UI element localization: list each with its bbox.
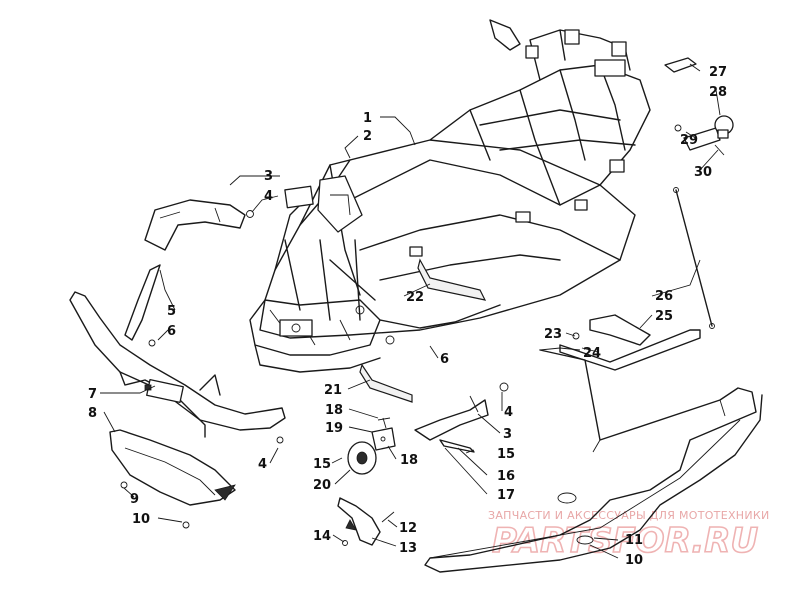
callout-10: 10 bbox=[625, 553, 643, 568]
callout-23: 23 bbox=[544, 327, 562, 342]
callout-6: 6 bbox=[167, 324, 176, 339]
callout-19: 19 bbox=[325, 421, 343, 436]
rear-lower-bracket bbox=[414, 382, 509, 453]
callout-4: 4 bbox=[504, 405, 513, 420]
bumper-bracket bbox=[124, 264, 161, 347]
rear-bracket bbox=[539, 314, 701, 371]
callout-15: 15 bbox=[313, 457, 331, 472]
lower-mount-bracket bbox=[337, 497, 395, 546]
callout-15: 15 bbox=[497, 447, 515, 462]
callout-26: 26 bbox=[655, 289, 673, 304]
callout-28: 28 bbox=[709, 85, 727, 100]
callout-8: 8 bbox=[88, 406, 97, 421]
support-rod bbox=[673, 187, 715, 329]
callout-29: 29 bbox=[680, 133, 698, 148]
callout-6: 6 bbox=[440, 352, 449, 367]
callout-20: 20 bbox=[313, 478, 331, 493]
callout-13: 13 bbox=[399, 541, 417, 556]
callout-25: 25 bbox=[655, 309, 673, 324]
callout-21: 21 bbox=[324, 383, 342, 398]
callout-4: 4 bbox=[264, 189, 273, 204]
callout-12: 12 bbox=[399, 521, 417, 536]
callout-14: 14 bbox=[313, 529, 331, 544]
callout-9: 9 bbox=[130, 492, 139, 507]
callout-labels: 1 2 3 4 5 6 7 8 4 9 10 18 19 15 18 20 21… bbox=[88, 65, 727, 568]
callout-4: 4 bbox=[258, 457, 267, 472]
skid-guard bbox=[109, 429, 236, 529]
main-frame bbox=[249, 19, 651, 373]
callout-18: 18 bbox=[400, 453, 418, 468]
callout-1: 1 bbox=[363, 111, 372, 126]
callout-3: 3 bbox=[503, 427, 512, 442]
front-bumper bbox=[69, 291, 286, 444]
callout-18: 18 bbox=[325, 403, 343, 418]
callout-5: 5 bbox=[167, 304, 176, 319]
horn-assembly bbox=[347, 417, 396, 475]
callout-24: 24 bbox=[583, 346, 601, 361]
skid-plate bbox=[424, 349, 763, 573]
callout-16: 16 bbox=[497, 469, 515, 484]
hitch-assembly bbox=[664, 57, 734, 156]
callout-11: 11 bbox=[625, 533, 643, 548]
callout-7: 7 bbox=[88, 387, 97, 402]
callout-3: 3 bbox=[264, 169, 273, 184]
front-upper-bracket bbox=[144, 199, 254, 251]
callout-30: 30 bbox=[694, 165, 712, 180]
callout-22: 22 bbox=[406, 290, 424, 305]
leader-lines bbox=[100, 63, 721, 559]
crossbeams bbox=[359, 258, 487, 403]
callout-10: 10 bbox=[132, 512, 150, 527]
callout-17: 17 bbox=[497, 488, 515, 503]
callout-2: 2 bbox=[363, 129, 372, 144]
watermark-caption: ЗАПЧАСТИ И АКСЕССУАРЫ ДЛЯ МОТОТЕХНИКИ bbox=[488, 509, 770, 522]
callout-27: 27 bbox=[709, 65, 727, 80]
